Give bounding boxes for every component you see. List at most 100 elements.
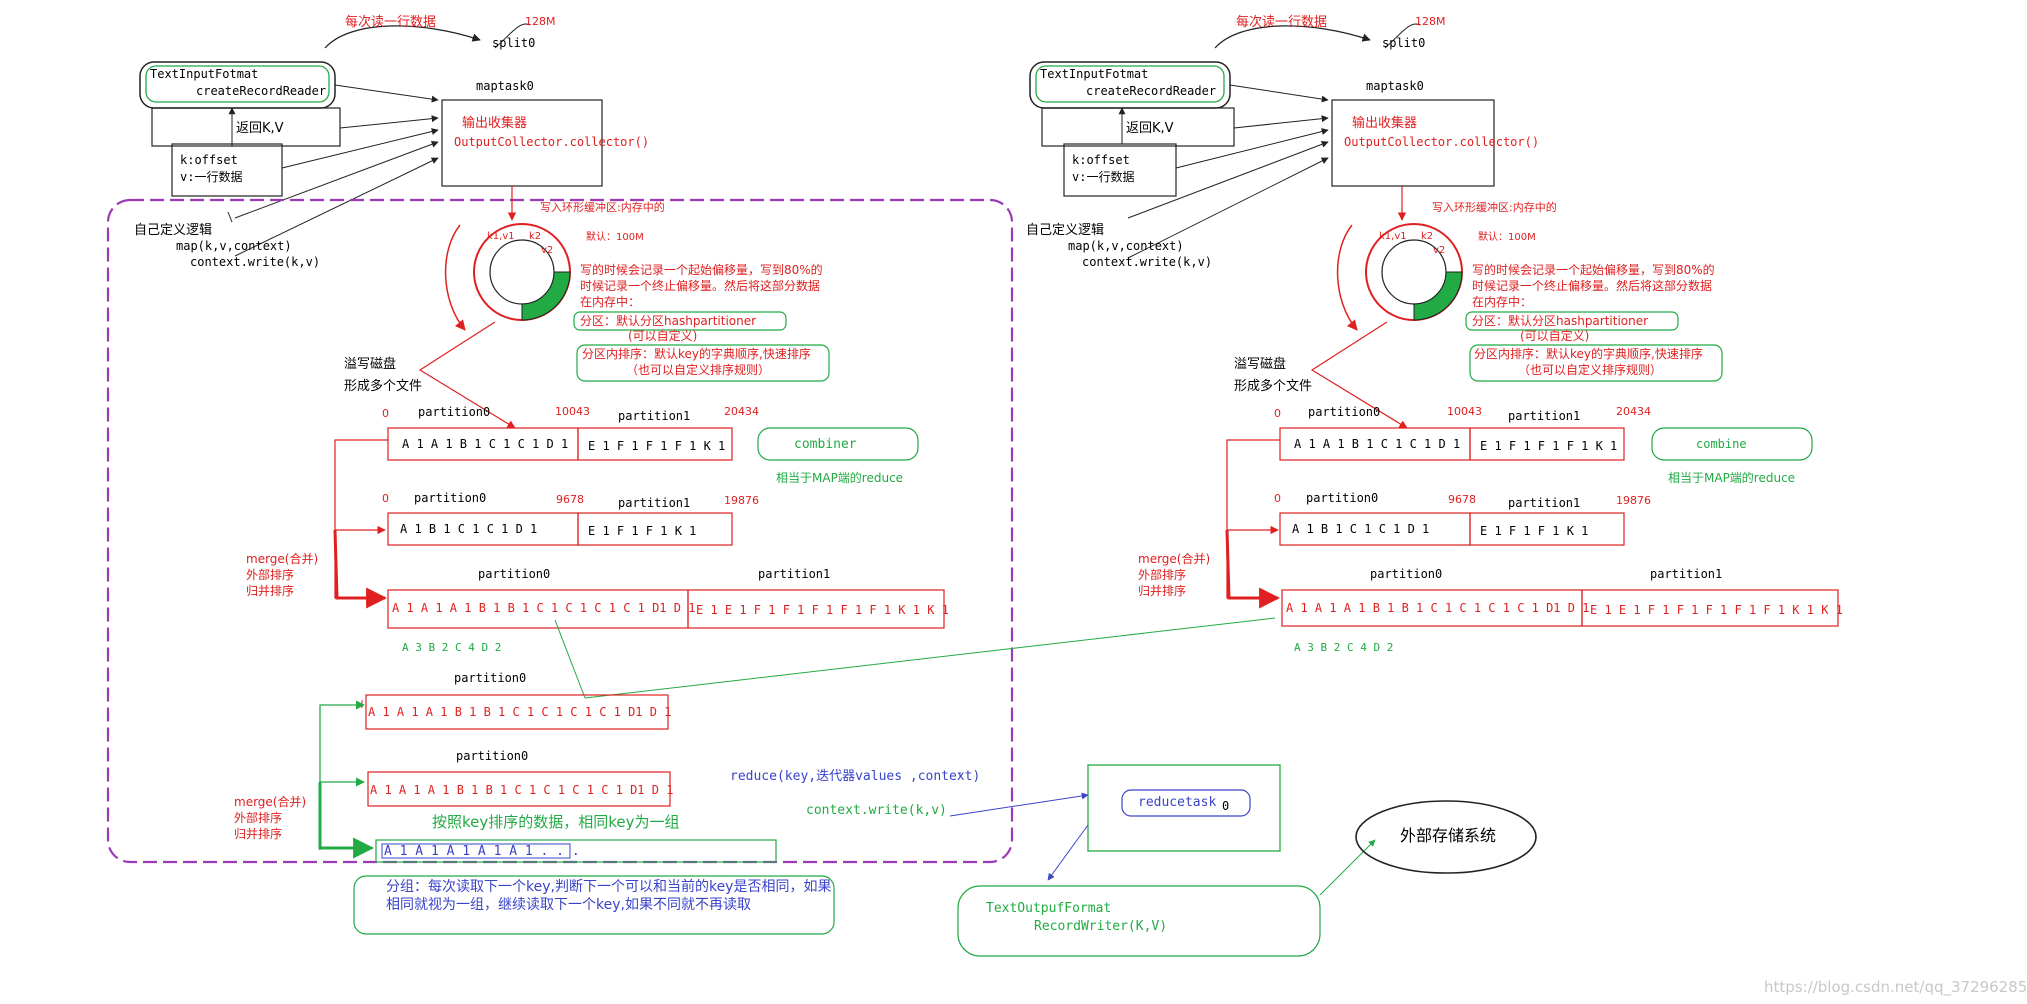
reduce-context-write-label: context.write(k,v): [806, 803, 947, 818]
reduce-p0-label-b: partition0: [456, 749, 529, 763]
left-collector-call: OutputCollector.collector(): [454, 135, 650, 149]
left-context-write-label: context.write(k,v): [190, 255, 321, 269]
right-custom-logic-label: 自己定义逻辑: [1026, 223, 1105, 238]
right-create-reader-label: createRecordReader: [1086, 84, 1217, 98]
right-reduce-on-map: 相当于MAP端的reduce: [1668, 471, 1796, 485]
right-partition-custom: (可以自定义): [1520, 329, 1590, 343]
left-custom-logic-label: 自己定义逻辑: [134, 223, 213, 238]
right-file1-p0-data: A 1 A 1 B 1 C 1 C 1 D 1: [1294, 437, 1461, 451]
left-spill-disk-label: 溢写磁盘: [344, 357, 397, 372]
left-k-offset-label: k:offset: [180, 153, 238, 167]
reduce-call-label: reduce(key,迭代器values ,context): [730, 769, 981, 784]
left-partition-custom: (可以自定义): [628, 329, 698, 343]
left-file1-p1-label: partition1: [618, 409, 691, 423]
left-split-label: split0: [492, 36, 536, 50]
left-ring-k1v1: k1,v1: [487, 231, 515, 242]
reduce-shapes: [318, 617, 1537, 957]
left-file1-p0-label: partition0: [418, 405, 491, 419]
right-file2-end: 19876: [1616, 494, 1651, 507]
reduce-output-format-label: TextOutpufFormat: [986, 901, 1112, 916]
reducetask-label: reducetask: [1138, 795, 1217, 810]
left-file2-p0-data: A 1 B 1 C 1 C 1 D 1: [400, 522, 538, 536]
left-sort-note: 分区内排序：默认key的字典顺序,快速排序: [582, 347, 811, 361]
right-merge-label: merge(合并): [1138, 552, 1211, 566]
left-map-shapes: [106, 23, 1014, 864]
right-file1-p0-label: partition0: [1308, 405, 1381, 419]
left-file2-p1-data: E 1 F 1 F 1 K 1: [588, 524, 697, 538]
right-file2-p0-label: partition0: [1306, 491, 1379, 505]
right-sort-note: 分区内排序：默认key的字典顺序,快速排序: [1474, 347, 1703, 361]
right-k-offset-label: k:offset: [1072, 153, 1130, 167]
right-default-100m: 默认：100M: [1478, 232, 1536, 243]
left-default-100m: 默认：100M: [586, 232, 644, 243]
reduce-p0-data-b: A 1 A 1 A 1 B 1 B 1 C 1 C 1 C 1 C 1 D1 D…: [370, 783, 674, 797]
right-partition-note: 分区：默认分区hashpartitioner: [1472, 314, 1649, 328]
right-collector-title: 输出收集器: [1352, 116, 1418, 131]
right-file2-p1-data: E 1 F 1 F 1 K 1: [1480, 524, 1589, 538]
left-merged-p0-data: A 1 A 1 A 1 B 1 B 1 C 1 C 1 C 1 C 1 D1 D…: [392, 601, 696, 615]
left-file1-p0-data: A 1 A 1 B 1 C 1 C 1 D 1: [402, 437, 569, 451]
reduce-p0-label-a: partition0: [454, 671, 527, 685]
reduce-group-data: A 1 A 1 A 1 A 1 A 1 . . .: [384, 844, 580, 859]
reduce-p0-data-a: A 1 A 1 A 1 B 1 B 1 C 1 C 1 C 1 C 1 D1 D…: [368, 705, 672, 719]
right-file1-offset: 10043: [1447, 405, 1482, 418]
left-size-label: 128M: [525, 15, 556, 28]
reduce-external-sort-label: 外部排序: [234, 811, 283, 825]
right-size-label: 128M: [1415, 15, 1446, 28]
left-merged-p0-label: partition0: [478, 567, 551, 581]
external-storage-label: 外部存储系统: [1400, 826, 1497, 845]
left-merged-p1-data: E 1 E 1 F 1 F 1 F 1 F 1 F 1 K 1 K 1: [696, 603, 949, 617]
right-file1-p1-label: partition1: [1508, 409, 1581, 423]
right-merge-sort-label: 归并排序: [1138, 584, 1187, 598]
reduce-merge-sort-label: 归并排序: [234, 827, 283, 841]
right-file1-end: 20434: [1616, 405, 1651, 418]
right-ring-buffer-note: 写入环形缓冲区:内存中的: [1432, 201, 1557, 214]
left-reduce-on-map: 相当于MAP端的reduce: [776, 471, 904, 485]
reducetask-index: 0: [1222, 799, 1230, 813]
left-file2-p0-label: partition0: [414, 491, 487, 505]
right-context-write-label: context.write(k,v): [1082, 255, 1213, 269]
left-partition-note: 分区：默认分区hashpartitioner: [580, 314, 757, 328]
left-file1-start: 0: [382, 407, 389, 420]
left-input-format-label: TextInputFotmat: [150, 67, 259, 81]
right-ring-v2: v2: [1433, 245, 1446, 256]
reduce-group-note: 分组：每次读取下一个key,判断下一个可以和当前的key是否相同，如果相同就视为…: [386, 879, 832, 913]
right-map-call-label: map(k,v,context): [1068, 239, 1184, 253]
left-merged-p1-label: partition1: [758, 567, 831, 581]
right-split-label: split0: [1382, 36, 1426, 50]
left-file1-offset: 10043: [555, 405, 590, 418]
right-merged-p0-label: partition0: [1370, 567, 1443, 581]
right-merged-p0-data: A 1 A 1 A 1 B 1 B 1 C 1 C 1 C 1 C 1 D1 D…: [1286, 601, 1590, 615]
right-file1-p1-data: E 1 F 1 F 1 F 1 K 1: [1480, 439, 1618, 453]
right-spill-disk-label: 溢写磁盘: [1234, 357, 1287, 372]
right-file2-start: 0: [1274, 492, 1281, 505]
left-read-line-label: 每次读一行数据: [345, 15, 437, 30]
right-collector-call: OutputCollector.collector(): [1344, 135, 1540, 149]
left-map-call-label: map(k,v,context): [176, 239, 292, 253]
right-offset-note: 写的时候会记录一个起始偏移量，写到80%的时候记录一个终止偏移量。然后将这部分数…: [1472, 263, 1715, 309]
left-file2-offset: 9678: [556, 493, 584, 506]
right-combine-label: combine: [1696, 437, 1747, 451]
left-offset-note: 写的时候会记录一个起始偏移量，写到80%的时候记录一个终止偏移量。然后将这部分数…: [580, 263, 823, 309]
right-read-line-label: 每次读一行数据: [1236, 15, 1328, 30]
left-collector-title: 输出收集器: [462, 116, 528, 131]
watermark: https://blog.csdn.net/qq_37296285: [1764, 978, 2027, 996]
right-v-line-label: v:一行数据: [1072, 170, 1135, 184]
left-ring-buffer-note: 写入环形缓冲区:内存中的: [540, 201, 665, 214]
reduce-merge-label: merge(合并): [234, 795, 307, 809]
right-map-shapes: [1029, 23, 1839, 627]
left-counts-label: A 3 B 2 C 4 D 2: [402, 641, 502, 654]
left-create-reader-label: createRecordReader: [196, 84, 327, 98]
right-file2-p0-data: A 1 B 1 C 1 C 1 D 1: [1292, 522, 1430, 536]
left-combiner-label: combiner: [794, 437, 857, 452]
right-multi-files-label: 形成多个文件: [1234, 379, 1313, 394]
left-external-sort-label: 外部排序: [246, 568, 295, 582]
right-file2-p1-label: partition1: [1508, 496, 1581, 510]
right-sort-custom: （也可以自定义排序规则）: [1518, 363, 1663, 377]
left-merge-sort-label: 归并排序: [246, 584, 295, 598]
left-multi-files-label: 形成多个文件: [344, 379, 423, 394]
right-input-format-label: TextInputFotmat: [1040, 67, 1149, 81]
right-external-sort-label: 外部排序: [1138, 568, 1187, 582]
